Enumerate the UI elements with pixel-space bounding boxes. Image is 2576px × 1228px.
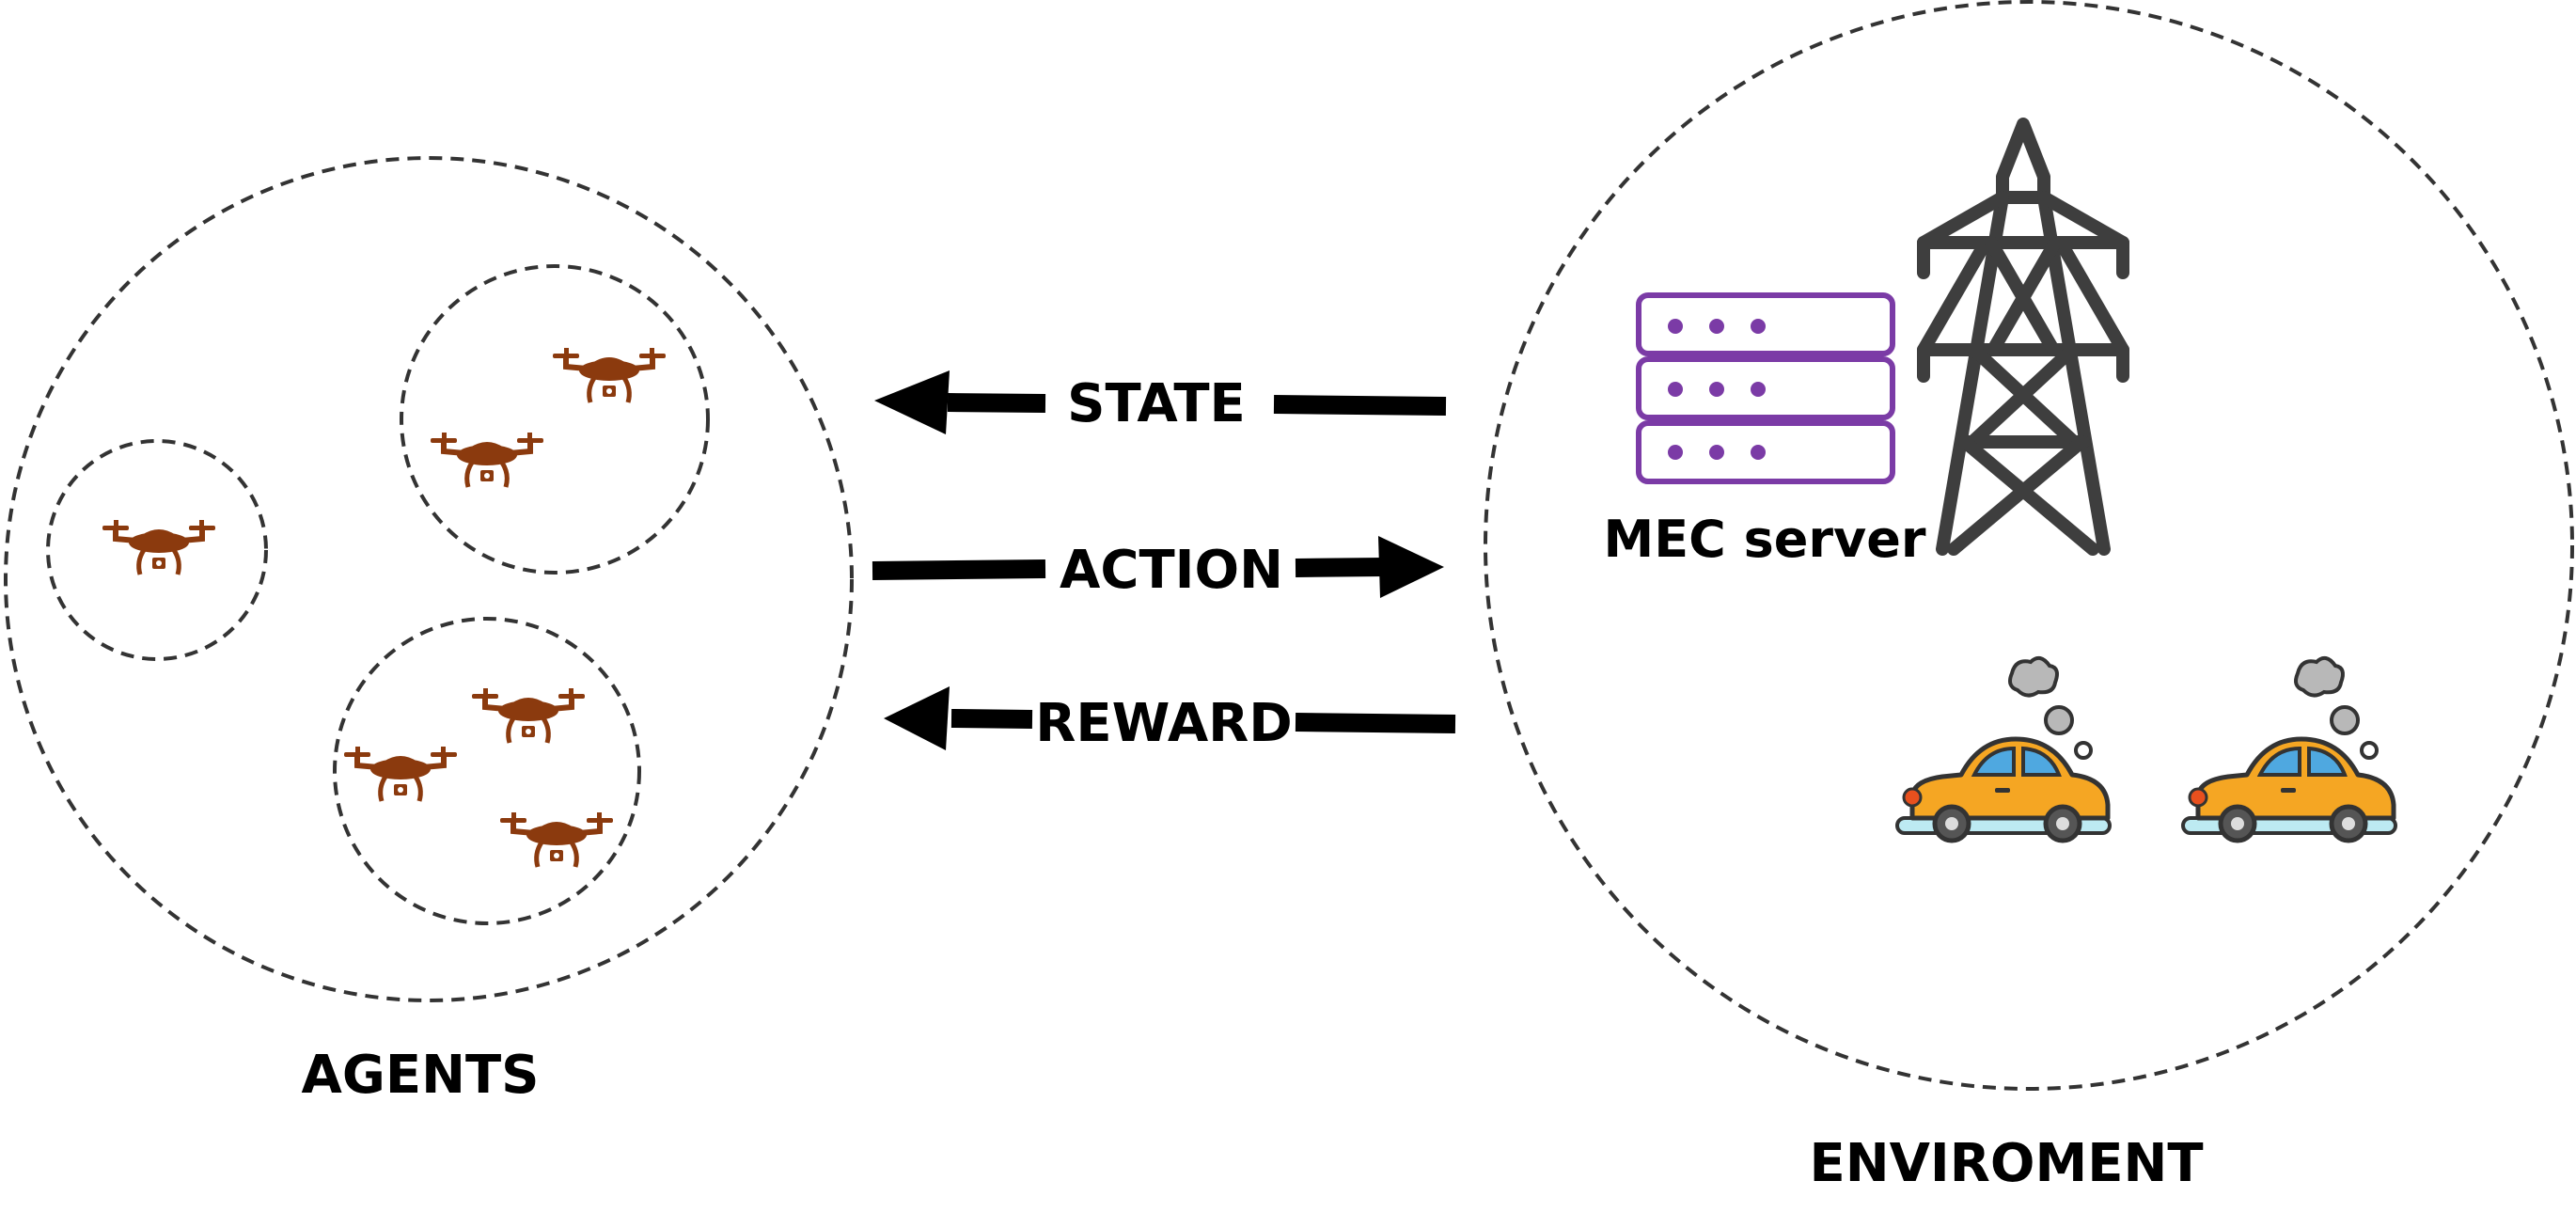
- action-label: ACTION: [1060, 540, 1283, 601]
- server-icon: [1636, 292, 1895, 484]
- drone-icon: [431, 433, 543, 487]
- drone-icon: [500, 812, 613, 867]
- drone-icon: [102, 520, 215, 575]
- environment-label: ENVIROMENT: [1809, 1133, 2203, 1194]
- agents-label: AGENTS: [302, 1045, 540, 1106]
- reward-label: REWARD: [1035, 693, 1293, 754]
- car-1: [1897, 655, 2110, 841]
- drone-icon: [344, 747, 457, 801]
- transmission-tower-icon: [1917, 118, 2129, 556]
- state-label: STATE: [1067, 373, 1246, 434]
- state-arrow: STATE: [874, 370, 1447, 434]
- action-arrow: ACTION: [872, 536, 1444, 601]
- environment-region: MEC server ENVIROMENT: [1484, 0, 2574, 1194]
- agents-circle: [4, 156, 854, 1002]
- drone-icon: [472, 688, 585, 743]
- agent-group-2: [400, 264, 710, 575]
- agents-region: AGENTS: [4, 156, 854, 1106]
- agent-group-1: [46, 439, 268, 661]
- agent-group-3: [333, 617, 641, 925]
- drone-icon: [553, 348, 666, 402]
- environment-circle: [1484, 0, 2574, 1091]
- reward-arrow: REWARD: [884, 686, 1456, 754]
- car-2: [2183, 655, 2395, 841]
- mec-server-label: MEC server: [1604, 510, 1926, 569]
